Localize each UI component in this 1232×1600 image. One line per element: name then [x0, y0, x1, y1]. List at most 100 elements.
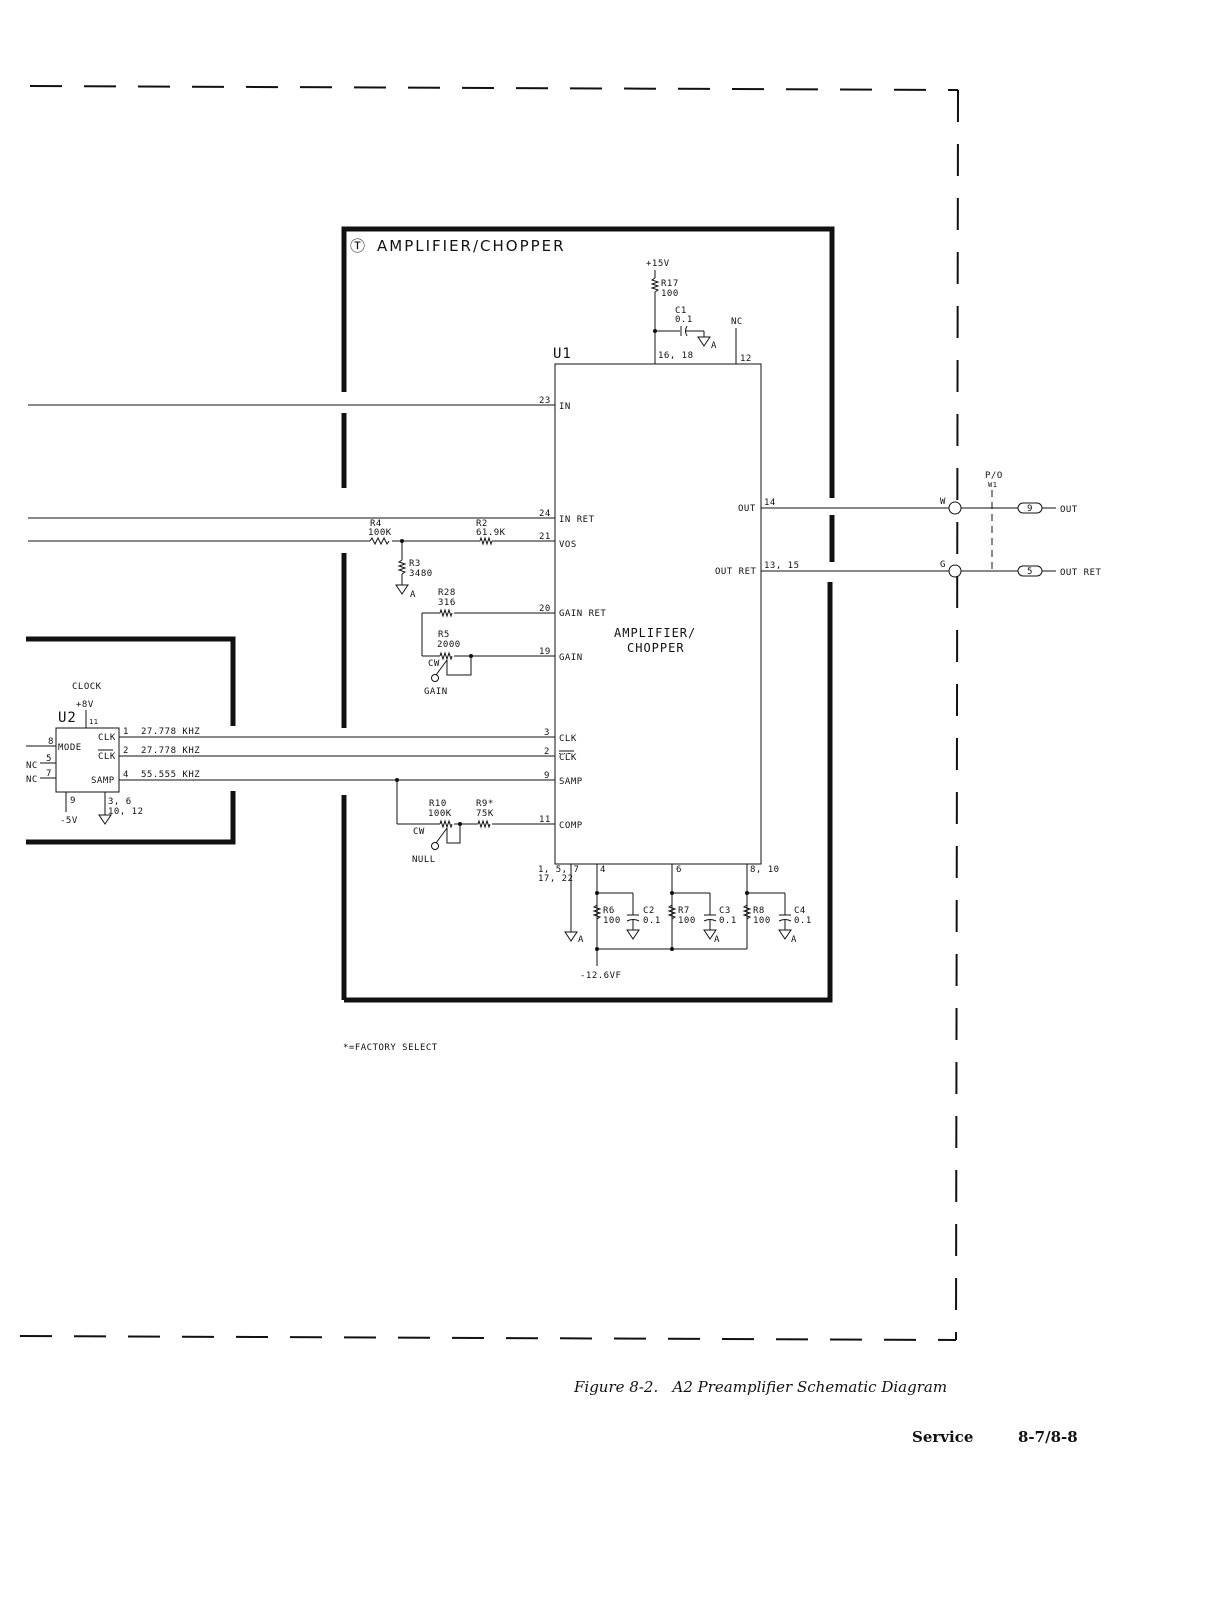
footer-section: Service — [912, 1428, 974, 1446]
r28-resistor-symbol — [439, 608, 453, 618]
r5-ref: R5 — [438, 630, 450, 640]
pin-out-num: 14 — [764, 498, 776, 508]
pin-comp-num: 11 — [539, 815, 551, 825]
r5-value: 2000 — [437, 640, 461, 650]
r9-ref: R9* — [476, 799, 494, 809]
pin-gain-num: 19 — [539, 647, 551, 657]
u2-ref: U2 — [58, 710, 77, 726]
u2-pin-gnd: 3, 6 — [108, 797, 132, 807]
r5-resistor-symbol — [439, 651, 453, 661]
minus126-label: -12.6VF — [580, 971, 621, 981]
u1-input-wires — [28, 404, 555, 542]
footer-page-number: 8-7/8-8 — [1018, 1428, 1078, 1446]
plus15-label: +15V — [646, 259, 670, 269]
r7-value: 100 — [678, 916, 696, 926]
out-connector-num: 9 — [1027, 504, 1033, 514]
pin-in-name: IN — [559, 402, 571, 412]
nc-top-label: NC — [731, 317, 743, 327]
r10-cw-label: CW — [413, 827, 425, 837]
pin-clk-n-num: 2 — [544, 747, 550, 757]
g-terminal-label: G — [940, 560, 946, 570]
r6-value: 100 — [603, 916, 621, 926]
u1-ref: U1 — [553, 346, 572, 362]
r8-value: 100 — [753, 916, 771, 926]
r2-value: 61.9K — [476, 528, 506, 538]
c3-ref: C3 — [719, 906, 731, 916]
r17-value: 100 — [661, 289, 679, 299]
pin-bot-c-num: 6 — [676, 865, 682, 875]
c4-ground-label: A — [791, 935, 797, 945]
pin-clk-n-name: CLK — [559, 753, 577, 763]
r10-ref: R10 — [429, 799, 447, 809]
figure-caption: Figure 8-2. A2 Preamplifier Schematic Di… — [574, 1378, 948, 1396]
r3-resistor-symbol — [397, 559, 407, 575]
pin-samp-name: SAMP — [559, 777, 583, 787]
out-connector-name: OUT — [1060, 505, 1078, 515]
bottom-ground-label: A — [578, 935, 584, 945]
pin-supply-num: 16, 18 — [658, 351, 694, 361]
c1-ref: C1 — [675, 306, 687, 316]
pin-in-ret-num: 24 — [539, 509, 551, 519]
u2-out1-pin: 1 — [123, 727, 129, 737]
r5-name: GAIN — [424, 687, 448, 697]
u2-block — [55, 727, 120, 793]
pin-vos-name: VOS — [559, 540, 577, 550]
r2-ref: R2 — [476, 519, 488, 529]
pin-bot-d-num: 8, 10 — [750, 865, 780, 875]
r8-resistor-symbol — [742, 904, 752, 920]
r10-value: 100K — [428, 809, 452, 819]
u1-body-label-1: AMPLIFIER/ — [614, 626, 696, 640]
clock-frame-bottom — [26, 791, 236, 845]
u2-clk-n-label: CLK — [98, 752, 116, 762]
u2-out4-pin: 4 — [123, 770, 129, 780]
u2-pin5: 5 — [46, 754, 52, 764]
gain-adjust-knob-icon — [431, 674, 439, 682]
pin-clk-name: CLK — [559, 734, 577, 744]
plus8-label: +8V — [76, 700, 94, 710]
c3-ground-label: A — [714, 935, 720, 945]
r10-resistor-symbol — [439, 819, 453, 829]
r3-ground-icon — [395, 584, 409, 595]
u2-pin11: 11 — [89, 718, 98, 726]
r3-ref: R3 — [409, 559, 421, 569]
pin-vos-num: 21 — [539, 532, 551, 542]
pin-gain-name: GAIN — [559, 653, 583, 663]
bottom-ground-icon — [564, 931, 578, 942]
pin-out-name: OUT — [738, 504, 756, 514]
c2-value: 0.1 — [643, 916, 661, 926]
w-terminal-icon — [948, 501, 962, 515]
r4-ref: R4 — [370, 519, 382, 529]
outer-dashed-boundary — [19, 85, 959, 1341]
pin-out-ret-name: OUT RET — [715, 567, 757, 577]
minus5-label: -5V — [60, 816, 78, 826]
out-ret-connector-name: OUT RET — [1060, 568, 1102, 578]
c3-value: 0.1 — [719, 916, 737, 926]
u2-pin9: 9 — [70, 796, 76, 806]
pin-out-ret-num: 13, 15 — [764, 561, 800, 571]
r3-value: 3480 — [409, 569, 433, 579]
r9-value: 75K — [476, 809, 494, 819]
r3-ground-label: A — [410, 590, 416, 600]
pin-in-num: 23 — [539, 396, 551, 406]
g-terminal-icon — [948, 564, 962, 578]
r9-resistor-symbol — [477, 819, 491, 829]
clock-wires — [119, 736, 555, 781]
out-ret-connector-num: 5 — [1027, 567, 1033, 577]
r17-resistor-symbol — [650, 277, 660, 293]
clock-title: CLOCK — [72, 682, 102, 692]
u2-ground-icon — [98, 814, 112, 825]
c1-ground-icon — [697, 336, 711, 347]
u2-pin-mode: 8 — [48, 737, 54, 747]
r7-resistor-symbol — [667, 904, 677, 920]
c4-ref: C4 — [794, 906, 806, 916]
r5-cw-label: CW — [428, 659, 440, 669]
r4-value: 100K — [368, 528, 392, 538]
section-marker: Ⓣ — [350, 237, 367, 255]
u2-out1-freq: 27.778 KHZ — [141, 727, 200, 737]
r17-ref: R17 — [661, 279, 679, 289]
c4-ground-icon — [778, 929, 792, 940]
r2-resistor-symbol — [479, 536, 493, 546]
c3-ground-icon — [703, 929, 717, 940]
pin-bot-b-num: 4 — [600, 865, 606, 875]
